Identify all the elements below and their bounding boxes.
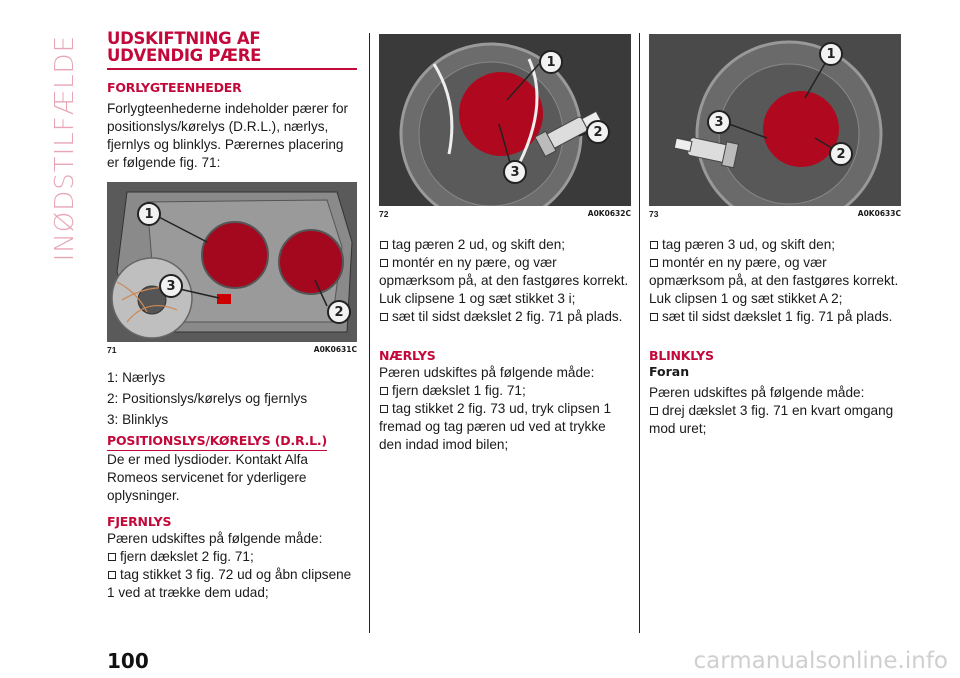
naerlys-intro: Pæren udskiftes på følgende måde:: [379, 365, 595, 380]
figure-72-caption: 72 A0K0632C: [379, 206, 631, 221]
checkbox-bullet-icon: [650, 313, 658, 321]
legend-item: 2: Positionslys/kørelys og fjernlys: [107, 391, 308, 406]
watermark: carmanualsonline.info: [693, 648, 948, 674]
blinklys-intro: Pæren udskiftes på følgende måde:: [649, 385, 865, 400]
subheading-positionslys: POSITIONSLYS/KØRELYS (D.R.L.): [107, 433, 327, 451]
callout-1: 1: [539, 50, 563, 74]
legend-item: 3: Blinklys: [107, 412, 169, 427]
section-side-title: INØDSTILFÆLDE: [50, 35, 80, 262]
step-item: tag stikket 2 fig. 73 ud, tryk clipsen 1…: [379, 401, 612, 452]
checkbox-bullet-icon: [108, 571, 116, 579]
page-heading: UDSKIFTNING AF UDVENDIG PÆRE: [107, 29, 262, 65]
column-divider: [369, 33, 370, 633]
figure-73-caption: 73 A0K0633C: [649, 206, 901, 221]
callout-2: 2: [829, 142, 853, 166]
lowbeam-bulb-illustration: [649, 34, 901, 206]
subheading-forlygteenheder: FORLYGTEENHEDER: [107, 80, 242, 95]
figure-71-caption: 71 A0K0631C: [107, 342, 357, 357]
checkbox-bullet-icon: [108, 553, 116, 561]
figure-number: 72: [379, 209, 389, 219]
highbeam-bulb-illustration: [379, 34, 631, 206]
figure-number: 73: [649, 209, 659, 219]
checkbox-bullet-icon: [650, 259, 658, 267]
step-item: sæt til sidst dækslet 2 fig. 71 på plads…: [379, 308, 631, 326]
callout-3: 3: [707, 110, 731, 134]
checkbox-bullet-icon: [380, 259, 388, 267]
checkbox-bullet-icon: [380, 405, 388, 413]
callout-1: 1: [137, 202, 161, 226]
subsubheading-foran: Foran: [649, 364, 690, 379]
callout-3: 3: [159, 274, 183, 298]
figure-number: 71: [107, 345, 117, 355]
callout-2: 2: [586, 120, 610, 144]
figure-code: A0K0633C: [857, 209, 901, 218]
figure-code: A0K0632C: [587, 209, 631, 218]
callout-2: 2: [327, 300, 351, 324]
step-item: tag stikket 3 fig. 72 ud og åbn clipsene…: [107, 567, 352, 600]
step-item: sæt til sidst dækslet 1 fig. 71 på plads…: [649, 308, 901, 326]
step-item: tag pæren 2 ud, og skift den;: [379, 236, 631, 254]
legend-list: 1: Nærlys 2: Positionslys/kørelys og fje…: [107, 369, 357, 429]
steps-list: tag pæren 3 ud, og skift den; montér en …: [649, 236, 901, 326]
positionslys-text: De er med lysdioder. Kontakt Alfa Romeos…: [107, 452, 308, 503]
figure-73: 1 3 2: [649, 34, 901, 206]
callout-3: 3: [503, 160, 527, 184]
checkbox-bullet-icon: [650, 407, 658, 415]
checkbox-bullet-icon: [380, 313, 388, 321]
checkbox-bullet-icon: [650, 241, 658, 249]
step-item: montér en ny pære, og vær opmærksom på, …: [649, 255, 899, 306]
column-1: UDSKIFTNING AF UDVENDIG PÆRE FORLYGTEENH…: [107, 30, 357, 602]
step-item: montér en ny pære, og vær opmærksom på, …: [379, 255, 629, 306]
figure-71: 1 2 3: [107, 182, 357, 342]
subheading-fjernlys: FJERNLYS: [107, 514, 172, 529]
legend-item: 1: Nærlys: [107, 370, 166, 385]
step-item: tag pæren 3 ud, og skift den;: [649, 236, 901, 254]
page-number: 100: [107, 649, 149, 673]
step-item: fjern dækslet 1 fig. 71;: [379, 382, 631, 400]
intro-paragraph: Forlygteenhederne indeholder pærer for p…: [107, 101, 349, 170]
column-2: 1 2 3 72 A0K0632C tag pæren 2 ud, og ski…: [379, 30, 631, 454]
steps-list: tag pæren 2 ud, og skift den; montér en …: [379, 236, 631, 326]
checkbox-bullet-icon: [380, 387, 388, 395]
fjernlys-intro: Pæren udskiftes på følgende måde:: [107, 531, 323, 546]
step-item: drej dækslet 3 fig. 71 en kvart omgang m…: [649, 403, 894, 436]
callout-1: 1: [819, 42, 843, 66]
heading-rule: [107, 68, 357, 70]
step-item: fjern dækslet 2 fig. 71;: [107, 548, 357, 566]
subheading-naerlys: NÆRLYS: [379, 348, 436, 363]
column-divider: [639, 33, 640, 633]
subheading-blinklys: BLINKLYS: [649, 348, 714, 363]
figure-72: 1 2 3: [379, 34, 631, 206]
checkbox-bullet-icon: [380, 241, 388, 249]
column-3: 1 3 2 73 A0K0633C tag pæren 3 ud, og ski…: [649, 30, 901, 438]
figure-code: A0K0631C: [313, 345, 357, 354]
